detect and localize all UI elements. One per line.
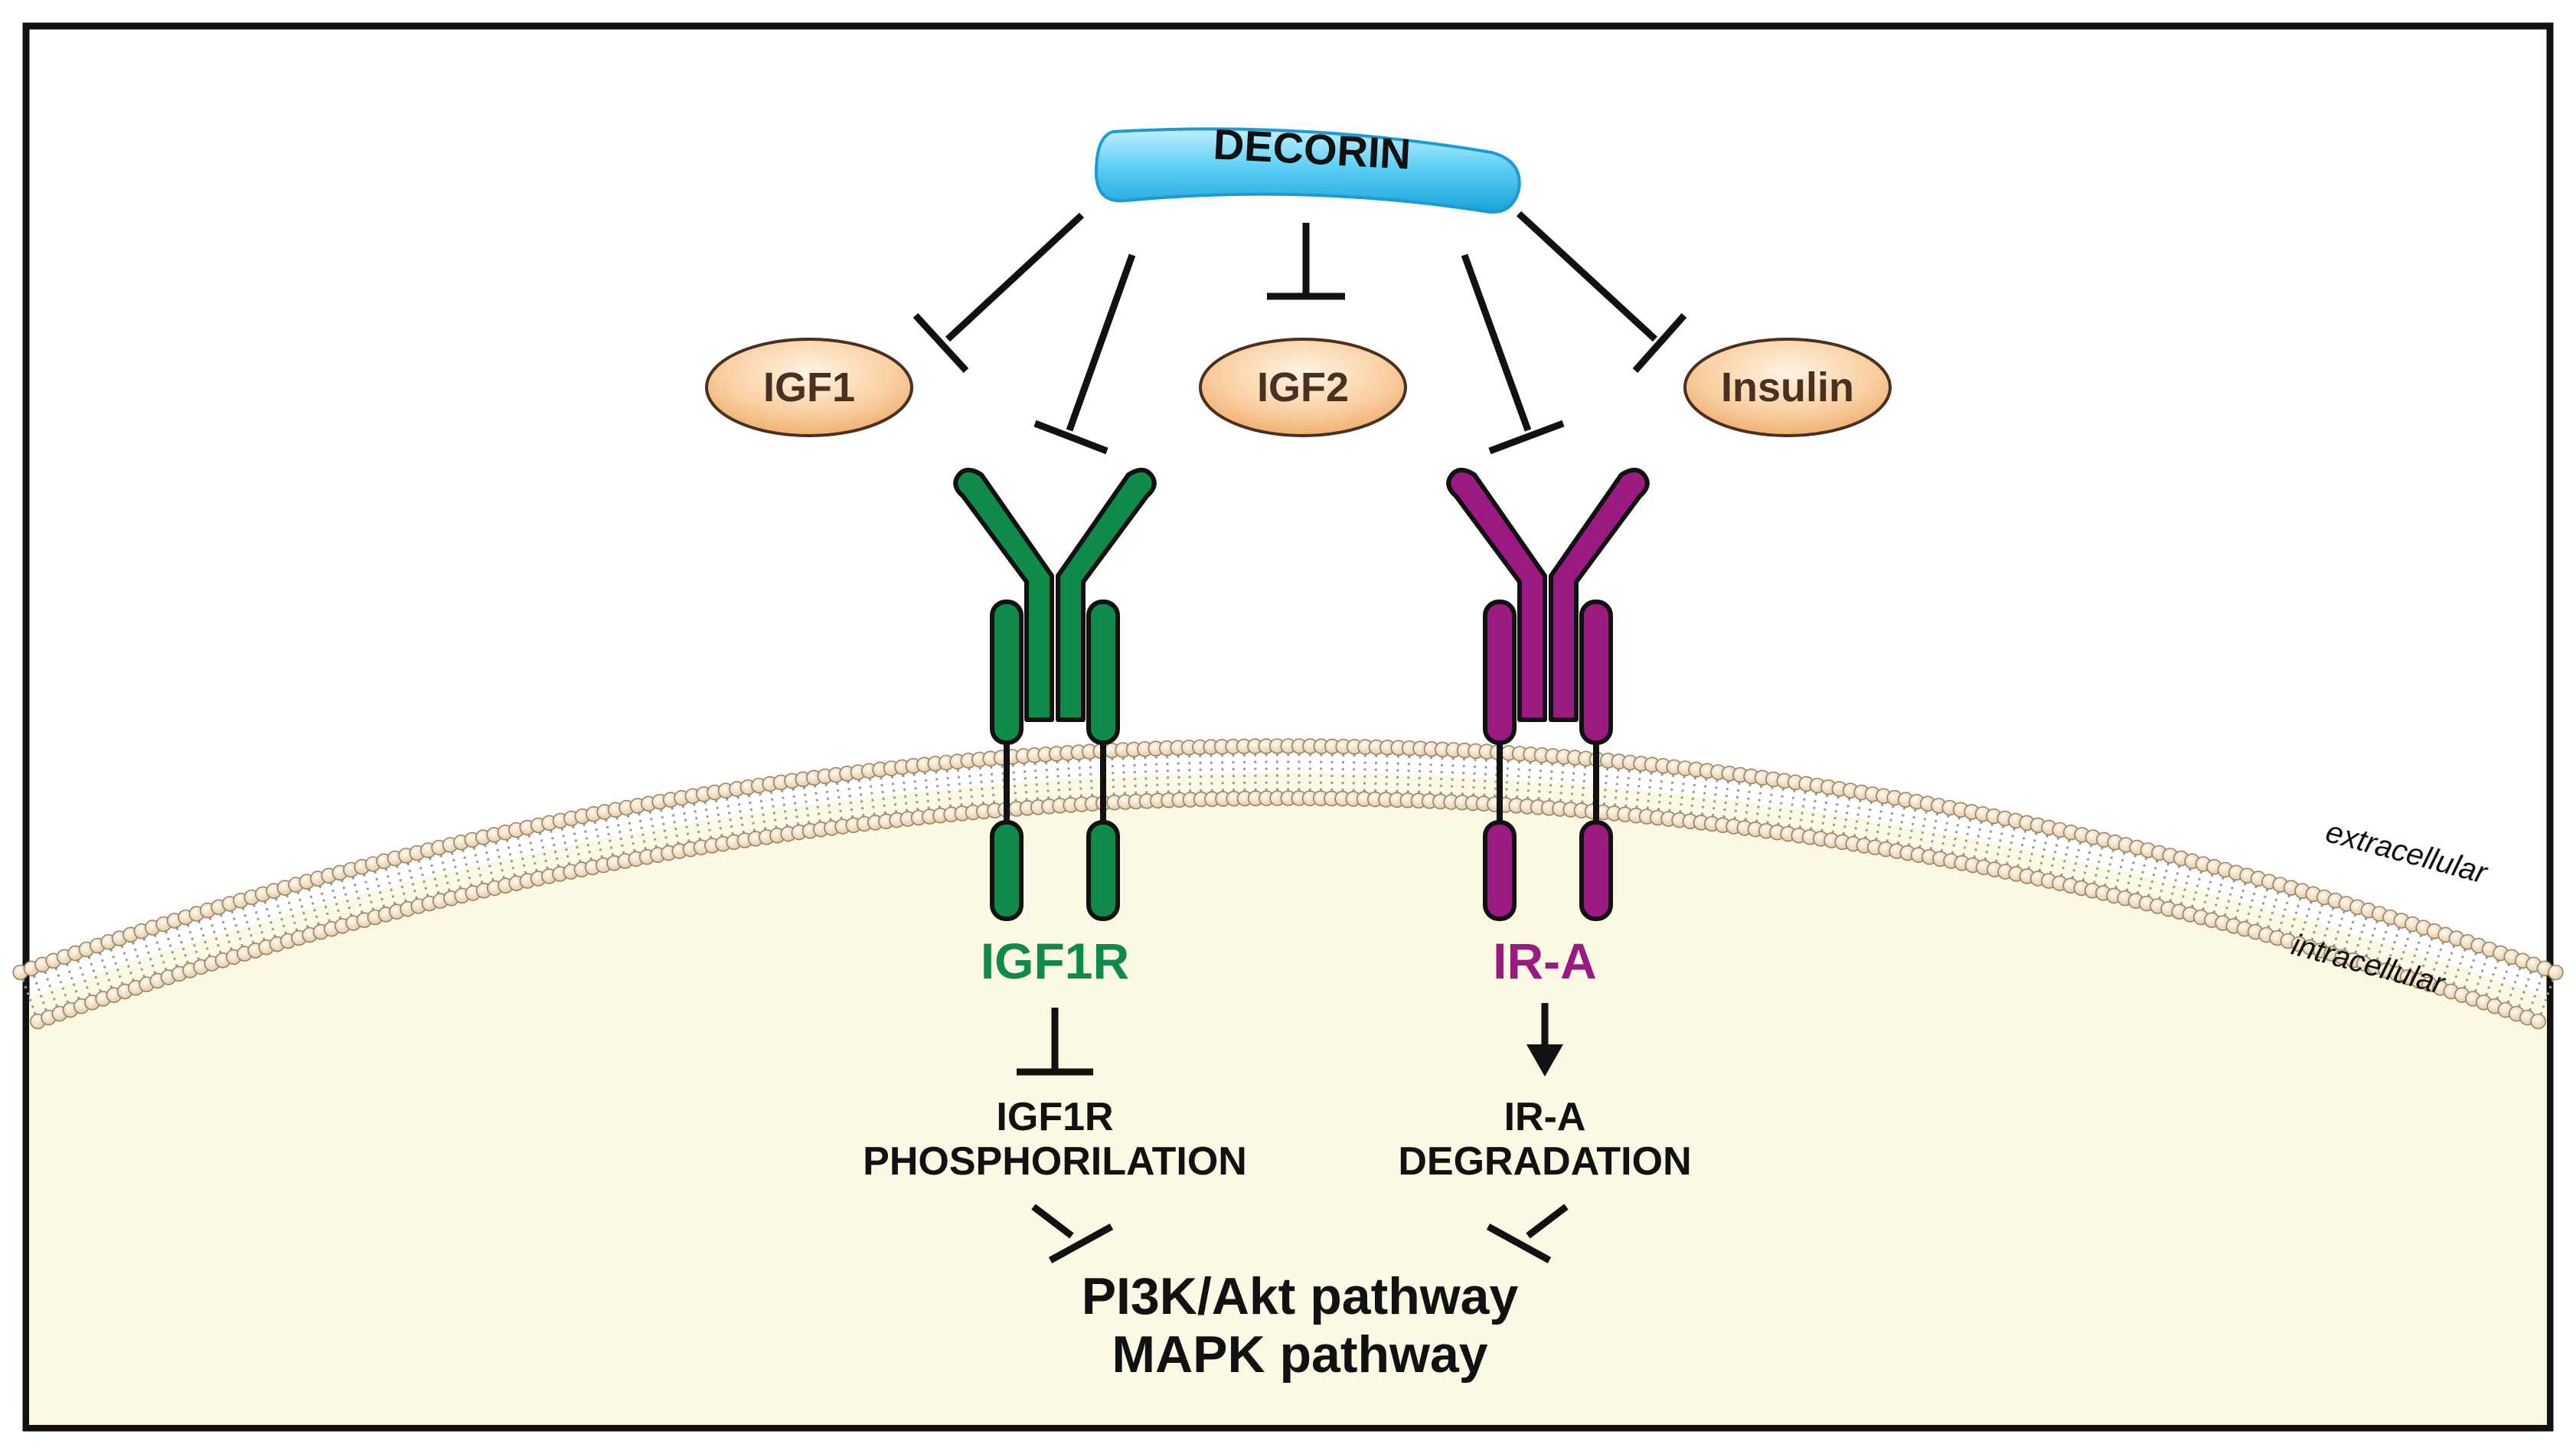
- igf1r-label: IGF1R: [981, 933, 1129, 989]
- igf1r-outcome-line2: PHOSPHORILATION: [863, 1139, 1247, 1184]
- ligand-igf2: IGF2: [1199, 338, 1407, 437]
- igf1r-phosphorylation-inhibition: [1017, 1008, 1093, 1076]
- igf1r-left-extracellular-block: [990, 600, 1024, 745]
- igf1r-left-intracellular-block: [990, 820, 1024, 921]
- ira-right-intracellular-block: [1579, 820, 1613, 921]
- pathway-inhibitions: [1031, 1204, 1569, 1263]
- inhibit-pathway-from-ira: [1486, 1204, 1569, 1263]
- inhibit-pathway-from-igf1r: [1031, 1204, 1114, 1263]
- igf1r-right-extracellular-block: [1086, 600, 1120, 745]
- lipid-head: [2548, 964, 2564, 981]
- inhibit-igf2: [1267, 223, 1345, 300]
- cell-interior: [29, 772, 2547, 1425]
- ira-label: IR-A: [1493, 933, 1597, 989]
- ira-receptor: [1446, 468, 1650, 921]
- decorin-label: DECORIN: [1212, 119, 1412, 178]
- ira-right-arm: [1549, 468, 1650, 722]
- ira-left-arm: [1446, 468, 1547, 722]
- ira-outcome-line2: DEGRADATION: [1398, 1139, 1691, 1184]
- decorin-molecule: DECORIN: [1094, 119, 1521, 214]
- igf2-label: IGF2: [1257, 364, 1349, 410]
- ligand-igf1: IGF1: [705, 338, 913, 437]
- lipid-head: [2530, 1013, 2546, 1030]
- decorin-inhibition-lines: [913, 211, 1687, 455]
- inhibit-igf1: [913, 212, 1085, 374]
- insulin-label: Insulin: [1721, 364, 1854, 410]
- igf1r-outcome-line1: IGF1R: [996, 1095, 1113, 1139]
- pathway-pi3k-akt: PI3K/Akt pathway: [1082, 1267, 1519, 1325]
- igf1r-right-intracellular-block: [1086, 820, 1120, 921]
- igf1r-left-arm: [953, 468, 1054, 722]
- inhibit-insulin: [1516, 211, 1687, 373]
- ira-degradation-arrow: [1526, 1003, 1563, 1077]
- inhibit-igf1r: [1033, 253, 1136, 455]
- lipid-bilayer-membrane: [12, 738, 2564, 1030]
- ira-left-intracellular-block: [1483, 820, 1517, 921]
- inhibit-ira: [1461, 253, 1565, 455]
- ira-outcome-line1: IR-A: [1504, 1095, 1586, 1139]
- igf1r-right-arm: [1056, 468, 1157, 722]
- igf1-label: IGF1: [763, 364, 855, 410]
- ira-left-extracellular-block: [1483, 600, 1517, 745]
- pathway-mapk: MAPK pathway: [1112, 1325, 1487, 1384]
- igf1r-receptor: [953, 468, 1157, 921]
- ira-right-extracellular-block: [1579, 600, 1613, 745]
- ligand-insulin: Insulin: [1683, 338, 1892, 437]
